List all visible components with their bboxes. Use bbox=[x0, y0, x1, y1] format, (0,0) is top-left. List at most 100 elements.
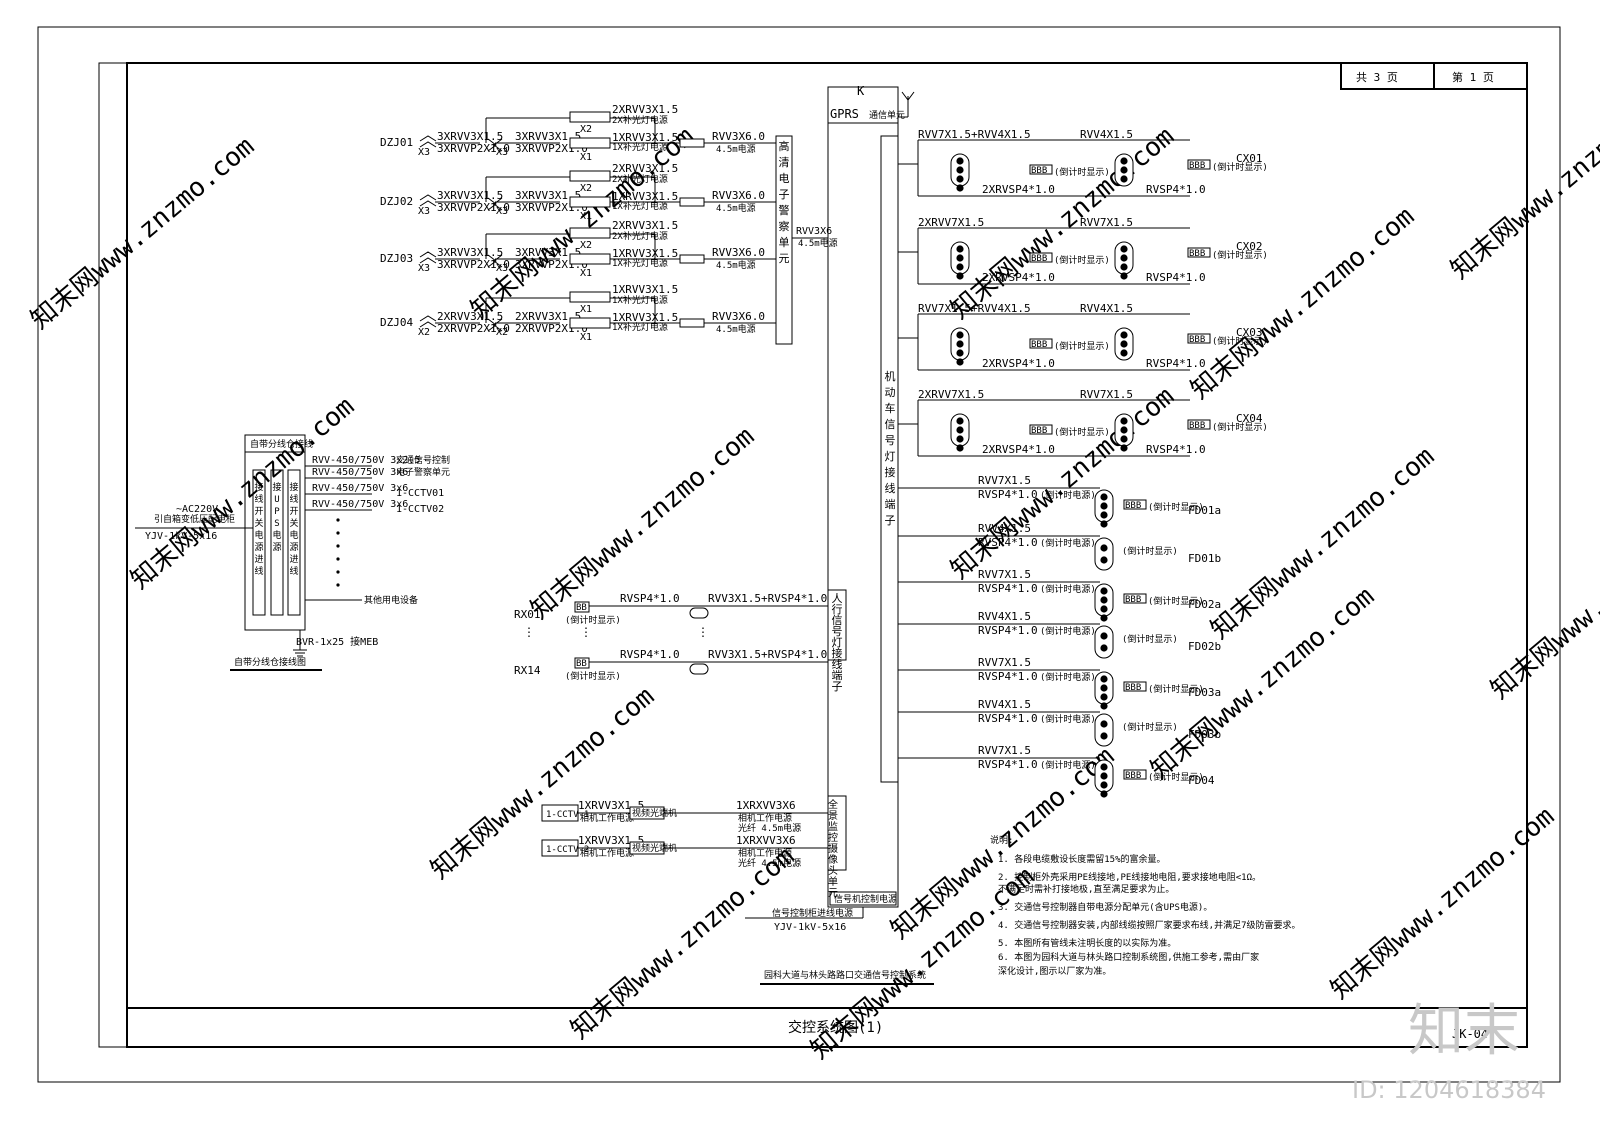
signal-controller: K GPRS 通信单元 信号机控制电源 机动车信号灯接线端子 高清电子警察单元 … bbox=[745, 84, 915, 933]
cabinet-cable-in: YJV-1kV-5x16 bbox=[145, 531, 217, 542]
page-number: 第 1 页 bbox=[1452, 70, 1494, 84]
char: 源 bbox=[254, 542, 263, 553]
fill-light-box bbox=[569, 170, 611, 182]
traffic-light-lamp bbox=[1120, 435, 1128, 443]
dzj-r1s: 1X补光灯电源 bbox=[612, 294, 668, 306]
dzj-x: X3 bbox=[496, 263, 508, 274]
note-item: 3. 交通信号控制器自带电源分配单元(含UPS电源)。 bbox=[998, 901, 1212, 913]
note-item: 不满足时需补打接地极,直至满足要求为止。 bbox=[998, 883, 1174, 895]
fd-id: FD01a bbox=[1188, 504, 1221, 517]
main-power-sub: 信号控制柜进线电源 bbox=[772, 907, 853, 919]
connector-box bbox=[679, 138, 705, 148]
traffic-light-lamp bbox=[956, 263, 964, 271]
cctv-cable2s2: 光纤 4.5m电源 bbox=[738, 822, 801, 834]
rx-cable-r: RVV3X1.5+RVSP4*1.0 bbox=[708, 648, 827, 661]
countdown-display-icon bbox=[1029, 252, 1053, 263]
cctv-cable1: 1XRVV3X1.5 bbox=[578, 799, 644, 812]
ground-icon bbox=[293, 649, 307, 657]
dzj-out: RVV3X6.0 bbox=[712, 130, 765, 143]
dzj-out: RVV3X6.0 bbox=[712, 189, 765, 202]
countdown-label: BBB bbox=[1189, 249, 1205, 259]
ped-terminal-strip bbox=[827, 589, 847, 661]
dzj-x: X2 bbox=[496, 327, 508, 338]
cabinet-out-cable: RVV-450/750V 3x6 bbox=[312, 467, 408, 478]
char: 电 bbox=[254, 529, 263, 541]
traffic-light-lamp bbox=[1120, 175, 1128, 183]
drawing-number: JK-04 bbox=[1452, 1027, 1488, 1041]
dzj-m1: 3XRVV3X1.5 bbox=[515, 189, 581, 202]
traffic-light-lamp bbox=[956, 254, 964, 262]
camera-box bbox=[569, 137, 611, 149]
fd-id: FD02b bbox=[1188, 640, 1221, 653]
vehicle-terminal-label: 机动车信号灯接线端子 bbox=[885, 369, 896, 527]
dzj-r1s: 2X补光灯电源 bbox=[612, 173, 668, 185]
countdown-sub: (倒计时显示) bbox=[1148, 771, 1204, 783]
traffic-light-icon bbox=[1094, 625, 1114, 659]
traffic-light-lamp bbox=[1100, 790, 1108, 798]
traffic-light-lamp bbox=[1100, 781, 1108, 789]
dzj-r2: 1XRVV3X1.5 bbox=[612, 190, 678, 203]
countdown-display-icon bbox=[1029, 424, 1053, 435]
dzj-bot: 2XRVVP2X1.0 bbox=[437, 322, 510, 335]
char: 信 bbox=[885, 418, 896, 431]
watermark-text: 知末网www.znzmo.com bbox=[1485, 501, 1600, 705]
cctv-id: 1-CCTV-1 bbox=[546, 810, 589, 820]
fd-cable1: RVV7X1.5 bbox=[978, 568, 1031, 581]
cx-cable2: RVV7X1.5 bbox=[1080, 216, 1133, 229]
traffic-light-icon bbox=[1094, 713, 1114, 747]
countdown-display-icon bbox=[1123, 593, 1147, 604]
cx-cable3: 2XRVSP4*1.0 bbox=[982, 357, 1055, 370]
traffic-light-icon bbox=[1094, 537, 1114, 571]
char: 线 bbox=[289, 565, 298, 577]
char: 车 bbox=[885, 401, 896, 415]
traffic-light-lamp bbox=[1100, 684, 1108, 692]
rx-cable-l: RVSP4*1.0 bbox=[620, 592, 680, 605]
dzj-x: X3 bbox=[496, 147, 508, 158]
dzj-bot: 3XRVVP2X1.0 bbox=[437, 142, 510, 155]
dot bbox=[336, 518, 340, 522]
char: 接 bbox=[832, 647, 843, 660]
cabinet-out-cable: RVV-450/750V 3x6 bbox=[312, 499, 408, 510]
fd-sub: (倒计时显示) bbox=[1122, 721, 1178, 733]
countdown-sub: (倒计时显示) bbox=[1212, 421, 1268, 433]
traffic-light-lamp bbox=[1120, 444, 1128, 452]
dzj-top: 2XRVV3X1.5 bbox=[437, 310, 503, 323]
dzj-m1: 3XRVV3X1.5 bbox=[515, 246, 581, 259]
dzj-r2s: 1X补光灯电源 bbox=[612, 200, 668, 212]
cabinet-spare: 其他用电设备 bbox=[364, 594, 418, 606]
traffic-light-lamp bbox=[956, 166, 964, 174]
cx-id: CX01 bbox=[1236, 152, 1263, 165]
fd-id: FD02a bbox=[1188, 598, 1221, 611]
char: 子 bbox=[832, 680, 843, 693]
char: S bbox=[274, 519, 279, 529]
dzj-x: X3 bbox=[418, 206, 430, 217]
cabinet-out-cable: RVV-450/750V 3x6 bbox=[312, 483, 408, 494]
traffic-light-lamp bbox=[1100, 675, 1108, 683]
countdown-label: BBB bbox=[1189, 421, 1205, 431]
note-item: 1. 各段电缆敷设长度需留15%的富余量。 bbox=[998, 853, 1166, 865]
char: 控 bbox=[828, 831, 838, 844]
countdown-display-icon bbox=[1029, 338, 1053, 349]
char: 电 bbox=[779, 172, 790, 185]
fd-cable2: RVSP4*1.0 bbox=[978, 582, 1038, 595]
char: 号 bbox=[885, 434, 896, 447]
cctv-id: 1-CCTV-2 bbox=[546, 845, 589, 855]
cctv-cable1s: 相机工作电源 bbox=[580, 847, 634, 859]
char: 线 bbox=[832, 657, 843, 671]
traffic-light-lamp bbox=[1100, 632, 1108, 640]
traffic-light-lamp bbox=[1100, 520, 1108, 528]
char: 源 bbox=[289, 542, 298, 553]
dzj-top: 3XRVV3X1.5 bbox=[437, 189, 503, 202]
traffic-light-lamp bbox=[956, 358, 964, 366]
char: P bbox=[274, 507, 280, 517]
countdown-sub: (倒计时显示) bbox=[1148, 595, 1204, 607]
char: 线 bbox=[254, 493, 263, 505]
drawing-title: 交控系统图(1) bbox=[788, 1019, 883, 1036]
countdown-display-icon bbox=[1123, 769, 1147, 780]
